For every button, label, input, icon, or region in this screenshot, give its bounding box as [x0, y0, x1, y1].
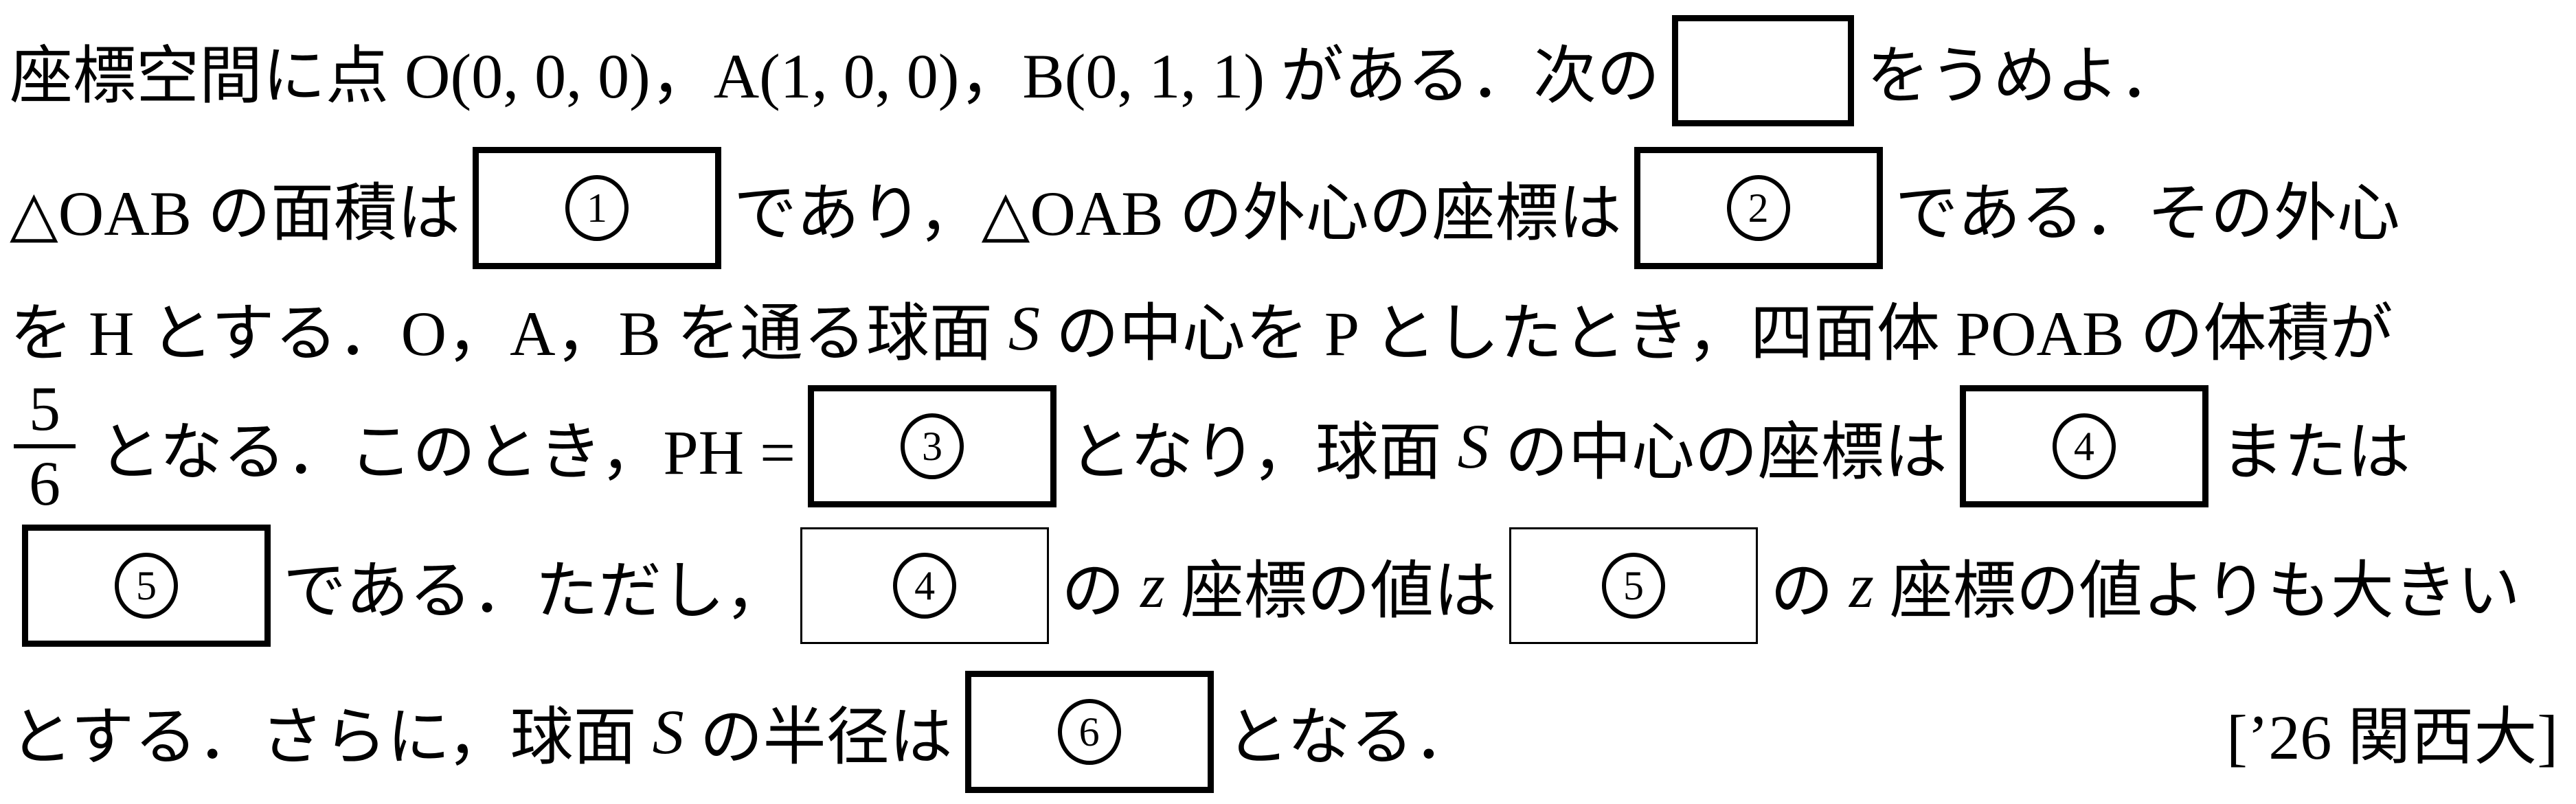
text-run: とする．さらに，球面	[10, 702, 653, 772]
text-run: の	[1061, 556, 1141, 626]
circled-number-5-icon: 5	[115, 552, 178, 619]
answer-box-3: 3	[807, 385, 1057, 507]
problem-line-5: 5 である．ただし， 4 の z 座標の値は 5 の z 座標の値よりも大きい	[0, 512, 2576, 659]
text-run: △OAB の面積は	[10, 179, 460, 249]
circled-number-6-icon: 6	[1057, 698, 1121, 765]
problem-line-6: とする．さらに，球面 S の半径は 6 となる． [’26 関西大]	[0, 659, 2576, 804]
math-variable-z: z	[1849, 550, 1874, 621]
fraction-numerator: 5	[29, 373, 60, 444]
text-run: の半径は	[683, 702, 953, 772]
math-variable-s: S	[1457, 411, 1489, 481]
text-run: となり，球面	[1068, 417, 1458, 487]
problem-line-2: △OAB の面積は 1 であり，△OAB の外心の座標は 2 である．その外心	[0, 141, 2576, 275]
fraction-denominator: 6	[29, 448, 60, 518]
text-run: 座標空間に点 O(0, 0, 0)，A(1, 0, 0)，B(0, 1, 1) …	[10, 41, 1660, 111]
text-run: となる．	[1225, 702, 1477, 772]
text-run: の	[1770, 556, 1849, 626]
answer-box-2: 2	[1634, 146, 1883, 269]
text-run: の中心を P としたとき，四面体 POAB の体積が	[1039, 299, 2393, 369]
answer-box-blank	[1672, 14, 1855, 126]
text-run: を H とする．O，A，B を通る球面	[10, 299, 1008, 369]
text-run: である．その外心	[1895, 179, 2400, 249]
text-run: 座標の値は	[1164, 556, 1497, 626]
source-citation: [’26 関西大]	[2226, 702, 2558, 772]
text-run: または	[2220, 417, 2410, 487]
circled-number-4-icon: 4	[893, 552, 957, 619]
answer-box-6: 6	[964, 670, 1214, 793]
text-run: の中心の座標は	[1489, 417, 1947, 487]
fraction-bar	[14, 444, 76, 448]
answer-box-4: 4	[1959, 385, 2208, 507]
text-run: である．ただし，	[283, 556, 789, 626]
text-run: 座標の値よりも大きい	[1873, 556, 2520, 626]
answer-box-1: 1	[473, 146, 721, 269]
text-run: をうめよ．	[1866, 41, 2183, 111]
problem-line-3: を H とする．O，A，B を通る球面 S の中心を P としたとき，四面体 P…	[0, 275, 2576, 381]
circled-number-4-icon: 4	[2052, 413, 2116, 479]
fraction-five-sixths: 5 6	[14, 373, 76, 518]
circled-number-3-icon: 3	[900, 413, 964, 479]
math-variable-s: S	[652, 696, 684, 767]
problem-line-4: 5 6 となる．このとき，PH = 3 となり，球面 S の中心の座標は 4 ま…	[0, 373, 2576, 518]
text-run: であり，△OAB の外心の座標は	[734, 179, 1622, 249]
circled-number-1-icon: 1	[565, 174, 629, 241]
answer-box-4-reference: 4	[800, 527, 1050, 644]
circled-number-5-icon: 5	[1601, 552, 1665, 619]
problem-line-1: 座標空間に点 O(0, 0, 0)，A(1, 0, 0)，B(0, 1, 1) …	[0, 0, 2576, 141]
circled-number-2-icon: 2	[1726, 174, 1790, 241]
text-run: となる．このとき，PH =	[82, 417, 795, 487]
answer-box-5: 5	[22, 524, 271, 647]
math-variable-s: S	[1008, 292, 1040, 363]
answer-box-5-reference: 5	[1509, 527, 1758, 644]
math-variable-z: z	[1140, 550, 1165, 621]
